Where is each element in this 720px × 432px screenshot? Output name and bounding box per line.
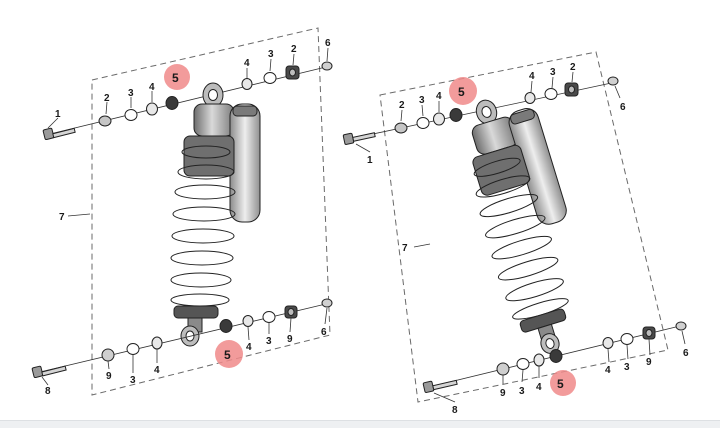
callout-3: 3 xyxy=(128,88,134,99)
callout-5: 5 xyxy=(458,85,465,99)
callout-1: 1 xyxy=(55,109,61,120)
bearing-highlight xyxy=(164,64,190,90)
washer-icon xyxy=(394,122,408,134)
seal-icon xyxy=(151,336,163,350)
callout-3: 3 xyxy=(550,67,556,78)
shock-assembly-rear: 1 2 3 4 5 4 3 2 6 7 8 9 3 4 5 xyxy=(342,51,689,416)
assembly-frame-outline xyxy=(379,51,669,403)
callout-4: 4 xyxy=(436,91,442,102)
ring-icon xyxy=(516,358,530,370)
bearing-highlight xyxy=(215,340,243,368)
ring-icon xyxy=(263,72,277,84)
callout-7: 7 xyxy=(402,243,408,254)
seal-icon xyxy=(433,112,445,126)
callout-5: 5 xyxy=(557,377,564,391)
callout-labels: 1 2 3 4 5 4 3 2 6 7 8 9 3 4 5 xyxy=(355,62,689,416)
shock-body xyxy=(183,135,235,177)
callout-labels: 1 2 3 4 5 4 3 2 6 7 8 9 3 4 5 xyxy=(41,38,331,397)
ring-icon xyxy=(126,343,140,355)
viewer-bottom-bar xyxy=(0,420,720,428)
spacer-icon xyxy=(101,348,115,362)
nut-icon xyxy=(285,65,300,80)
bolt-icon xyxy=(342,132,376,145)
callout-3: 3 xyxy=(419,95,425,106)
ring-icon xyxy=(262,311,276,323)
cap-icon xyxy=(321,61,333,71)
ring-icon xyxy=(416,117,430,129)
seal-icon xyxy=(242,315,254,327)
cap-icon xyxy=(675,321,687,331)
callout-3: 3 xyxy=(266,336,272,347)
shock-cap xyxy=(193,103,235,137)
callout-6: 6 xyxy=(321,327,327,338)
callout-4: 4 xyxy=(149,82,155,93)
callout-4: 4 xyxy=(529,71,535,82)
callout-6: 6 xyxy=(620,102,626,113)
bolt-icon xyxy=(31,365,67,379)
seal-icon xyxy=(146,102,158,116)
ring-icon xyxy=(620,333,634,345)
callout-3: 3 xyxy=(268,49,274,60)
shock-absorber xyxy=(170,82,261,347)
shock-assembly-front: 1 2 3 4 5 4 3 2 6 7 8 9 3 4 5 xyxy=(31,27,333,397)
callout-4: 4 xyxy=(154,365,160,376)
callout-6: 6 xyxy=(683,348,689,359)
callout-4: 4 xyxy=(605,365,611,376)
callout-3: 3 xyxy=(624,362,630,373)
callout-3: 3 xyxy=(519,386,525,397)
callout-9: 9 xyxy=(106,371,112,382)
callout-8: 8 xyxy=(452,405,458,416)
bearing-highlight xyxy=(449,77,477,105)
assembly-frame-outline xyxy=(91,27,331,396)
bearing-icon xyxy=(219,319,233,333)
ring-icon xyxy=(124,109,138,121)
callout-2: 2 xyxy=(399,100,405,111)
callout-2: 2 xyxy=(291,44,297,55)
nut-icon xyxy=(284,305,298,319)
cap-icon xyxy=(321,298,333,308)
coil-spring xyxy=(170,145,236,307)
callout-1: 1 xyxy=(367,155,373,166)
callout-4: 4 xyxy=(536,382,542,393)
callout-9: 9 xyxy=(287,334,293,345)
bottom-hardware-row xyxy=(31,298,333,379)
seal-icon xyxy=(524,92,536,104)
bolt-icon xyxy=(42,127,76,141)
bearing-icon xyxy=(449,108,463,122)
callout-7: 7 xyxy=(59,212,65,223)
callout-5: 5 xyxy=(172,71,179,85)
callout-2: 2 xyxy=(104,93,110,104)
callout-5: 5 xyxy=(224,348,231,362)
top-hardware-row xyxy=(342,76,619,145)
callout-9: 9 xyxy=(646,357,652,368)
nut-icon xyxy=(564,82,579,97)
shock-absorber xyxy=(471,99,569,354)
callout-9: 9 xyxy=(500,388,506,399)
callout-4: 4 xyxy=(246,342,252,353)
cap-icon xyxy=(607,76,619,86)
bearing-highlight xyxy=(550,370,576,396)
ring-icon xyxy=(544,88,558,100)
spacer-icon xyxy=(496,362,510,376)
bolt-icon xyxy=(422,379,458,393)
bottom-hardware-row xyxy=(422,321,687,396)
top-hardware-row xyxy=(42,61,333,141)
washer-icon xyxy=(98,115,112,127)
callout-4: 4 xyxy=(244,58,250,69)
callout-8: 8 xyxy=(45,386,51,397)
bearing-icon xyxy=(549,349,563,363)
coil-spring xyxy=(473,157,569,320)
nut-icon xyxy=(642,326,656,340)
callout-2: 2 xyxy=(570,62,576,73)
callout-3: 3 xyxy=(130,375,136,386)
callout-6: 6 xyxy=(325,38,331,49)
seal-icon xyxy=(533,353,545,367)
bearing-icon xyxy=(165,96,179,110)
seal-icon xyxy=(241,78,253,90)
seal-icon xyxy=(602,337,614,349)
